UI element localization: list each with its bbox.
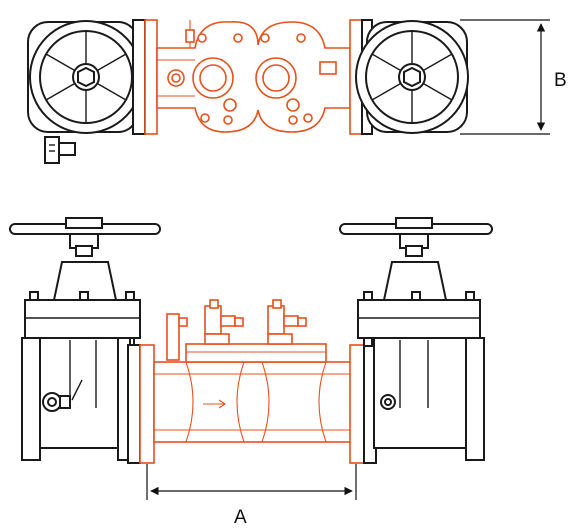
dimension-a: A (146, 464, 357, 528)
side-right-gate-valve (339, 217, 493, 461)
dimension-b: B (460, 19, 567, 135)
side-view: A (9, 217, 493, 528)
top-left-orange-flange (144, 19, 158, 135)
top-view: B (27, 19, 567, 164)
top-left-flange (132, 19, 146, 135)
top-test-cock (44, 136, 76, 164)
side-right-orange-flange (349, 344, 365, 464)
top-check-body (156, 20, 351, 133)
side-check-body (153, 299, 353, 443)
dimension-a-label: A (234, 507, 247, 528)
top-right-handwheel (355, 20, 469, 134)
side-left-flange (127, 344, 141, 464)
dimension-b-label: B (554, 70, 567, 91)
top-left-handwheel (27, 20, 143, 134)
side-left-orange-flange (139, 344, 155, 464)
side-left-gate-valve (9, 217, 161, 461)
